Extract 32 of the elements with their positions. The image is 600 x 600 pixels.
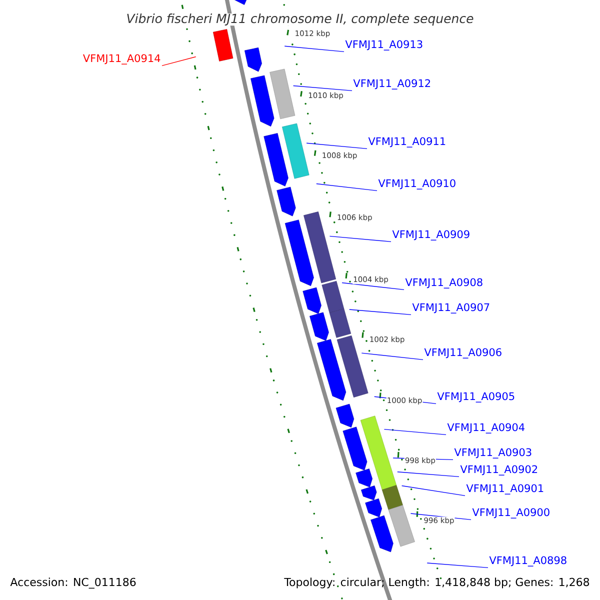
gene-label: VFMJ11_A0911 <box>368 137 446 148</box>
gene-label: VFMJ11_A0914 <box>82 54 160 64</box>
gene-label: VFMJ11_A0913 <box>345 40 422 50</box>
gene-label: VFMJ11_A0905 <box>437 392 514 402</box>
gene-label: VFMJ11_A0900 <box>472 508 550 518</box>
leader-line <box>284 46 344 52</box>
leader-line <box>292 85 352 92</box>
gene-label: VFMJ11_A0902 <box>460 465 538 476</box>
leader-line <box>384 428 446 436</box>
leader-line <box>397 472 460 478</box>
leader-line <box>342 282 404 290</box>
gene-label: VFMJ11_A0901 <box>466 484 544 494</box>
leader-line <box>361 352 424 360</box>
gene-label: VFMJ11_A0907 <box>412 303 490 314</box>
gene-label: VFMJ11_A0910 <box>378 179 456 190</box>
leader-line <box>316 183 378 192</box>
gene-label: VFMJ11_A0903 <box>454 448 532 458</box>
gene-label: VFMJ11_A0908 <box>405 278 482 288</box>
gene-label: VFMJ11_A0909 <box>392 230 470 240</box>
gene-label: VFMJ11_A0912 <box>353 79 430 90</box>
leader-line <box>306 142 368 150</box>
leader-line <box>349 309 412 316</box>
gene-label: VFMJ11_A0906 <box>424 348 502 358</box>
summary-text: Topology: circular; Length: 1,418,848 bp; Genes: 1,268 <box>284 578 590 588</box>
leader-line <box>329 236 392 242</box>
gene-label: VFMJ11_A0904 <box>447 423 524 434</box>
map-title: Vibrio fischeri MJ11 chromosome II, complete sequence <box>126 14 474 26</box>
leader-line <box>426 562 488 568</box>
accession-text: Accession: NC_011186 <box>10 578 136 589</box>
gene-label: VFMJ11_A0898 <box>489 556 566 566</box>
leader-line <box>401 485 466 496</box>
leader-line <box>162 56 196 66</box>
